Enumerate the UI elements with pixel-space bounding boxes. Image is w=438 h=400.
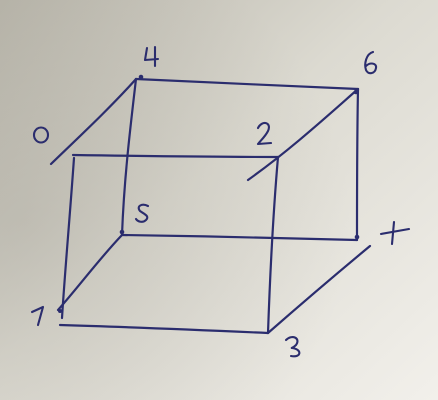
- edge-2-6: [246, 87, 360, 182]
- label-5: [134, 203, 150, 223]
- label-3: [284, 336, 301, 358]
- label-2: [256, 122, 273, 146]
- edge-2-3: [266, 155, 280, 335]
- edge-4-6: [134, 77, 360, 91]
- label-1: [30, 305, 45, 327]
- edge-0-4: [49, 77, 138, 166]
- edge-0-1: [60, 156, 76, 320]
- label-4: [143, 45, 160, 68]
- vertex-7-marker: [354, 234, 360, 240]
- vertex-5-marker: [119, 229, 125, 235]
- edge-1-5: [56, 233, 124, 312]
- label-7: [379, 220, 411, 246]
- label-6: [364, 50, 378, 75]
- edge-5-7: [120, 233, 359, 242]
- edge-6-7: [355, 87, 360, 242]
- cube-drawing: [49, 74, 372, 335]
- edge-3-7: [266, 244, 372, 335]
- vertex-1-marker: [58, 309, 62, 313]
- vertex-labels: [30, 45, 411, 358]
- label-0: [32, 126, 50, 144]
- vertex-6-marker: [353, 89, 359, 95]
- vertex-4-marker: [138, 74, 144, 80]
- edge-0-2: [71, 153, 280, 159]
- edge-1-3: [58, 323, 270, 335]
